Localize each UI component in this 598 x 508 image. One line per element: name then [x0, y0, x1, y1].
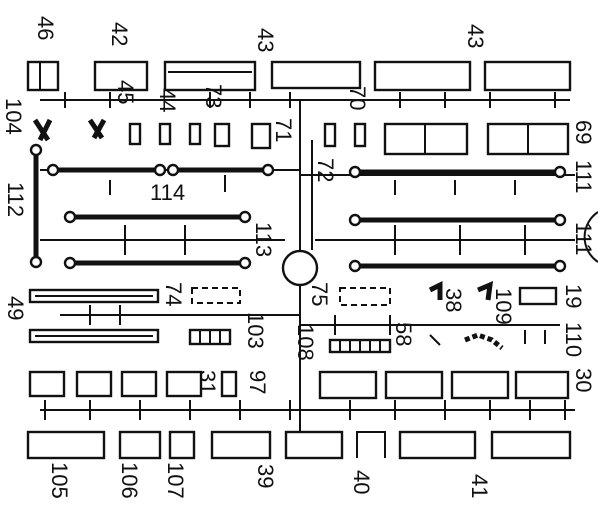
- label-44: 44: [155, 88, 180, 112]
- label-112: 112: [3, 182, 28, 217]
- label-58: 58: [391, 322, 416, 346]
- part-45: [128, 122, 142, 146]
- label-111-mid: 111: [571, 222, 596, 255]
- label-105: 105: [47, 462, 72, 499]
- part-107: [168, 430, 196, 460]
- label-19: 19: [561, 284, 586, 308]
- lower-parts-row: [28, 370, 570, 400]
- label-69: 69: [571, 120, 596, 144]
- part-31: [220, 370, 238, 398]
- part-42: [93, 60, 149, 92]
- part-41-b: [490, 430, 572, 460]
- label-43-left: 43: [253, 28, 278, 52]
- part-44b: [188, 122, 202, 146]
- label-75: 75: [307, 282, 332, 306]
- part-71: [250, 122, 272, 150]
- bottom-parts-row: [26, 430, 572, 460]
- label-74: 74: [161, 282, 186, 306]
- label-43-right: 43: [463, 24, 488, 48]
- label-49: 49: [3, 296, 28, 320]
- part-43-mid: [270, 60, 362, 90]
- label-39: 39: [253, 464, 278, 488]
- part-lower-1: [28, 370, 66, 398]
- label-72: 72: [313, 158, 338, 182]
- part-lower-2: [75, 370, 113, 398]
- sprue-gates: [44, 92, 566, 420]
- part-41-a: [398, 430, 477, 460]
- part-19: [518, 286, 558, 306]
- part-43-left: [163, 60, 257, 92]
- rods-right: [348, 165, 567, 273]
- label-71: 71: [271, 118, 296, 142]
- part-105: [26, 430, 106, 460]
- label-107: 107: [163, 462, 188, 499]
- rods-left: [46, 163, 275, 270]
- label-73: 73: [201, 84, 226, 108]
- label-110: 110: [561, 322, 586, 357]
- part-lower-8: [450, 370, 510, 400]
- part-44: [158, 122, 172, 146]
- part-lower-7: [384, 370, 444, 400]
- label-109: 109: [491, 288, 516, 325]
- label-45: 45: [113, 80, 138, 104]
- part-40-a: [284, 430, 344, 460]
- label-106: 106: [117, 462, 142, 499]
- label-103: 103: [243, 312, 268, 349]
- part-lower-3: [120, 370, 158, 398]
- label-111-top: 111: [571, 160, 596, 193]
- part-72-b: [353, 122, 367, 148]
- part-39: [210, 430, 272, 460]
- label-40: 40: [349, 470, 374, 494]
- part-106: [118, 430, 162, 460]
- part-72-a: [323, 122, 337, 148]
- small-parts-top: [32, 118, 570, 156]
- label-114: 114: [150, 180, 185, 205]
- part-number-labels: 46 42 43 43 104 45 44 73 70 71 72 69 114…: [1, 16, 596, 499]
- label-108: 108: [293, 324, 318, 361]
- central-hub: [281, 249, 319, 287]
- label-30: 30: [571, 368, 596, 392]
- part-40-b: [356, 431, 386, 458]
- label-38: 38: [441, 288, 466, 312]
- part-46: [26, 60, 60, 92]
- part-43-right-b: [483, 60, 572, 92]
- top-parts-row: [26, 60, 572, 92]
- label-104: 104: [1, 98, 26, 135]
- middle-parts: [28, 280, 558, 354]
- part-73: [213, 122, 231, 148]
- label-41: 41: [467, 474, 492, 498]
- label-97: 97: [245, 370, 270, 394]
- part-43-right-a: [373, 60, 472, 92]
- rod-112: [29, 143, 43, 269]
- right-edge-arc: [583, 211, 598, 263]
- part-lower-4: [165, 370, 203, 398]
- label-46: 46: [33, 16, 58, 40]
- label-42: 42: [107, 22, 132, 46]
- label-31: 31: [195, 370, 220, 394]
- label-113: 113: [251, 222, 276, 257]
- part-lower-6: [318, 370, 378, 400]
- part-30: [514, 370, 570, 400]
- label-70: 70: [345, 86, 370, 110]
